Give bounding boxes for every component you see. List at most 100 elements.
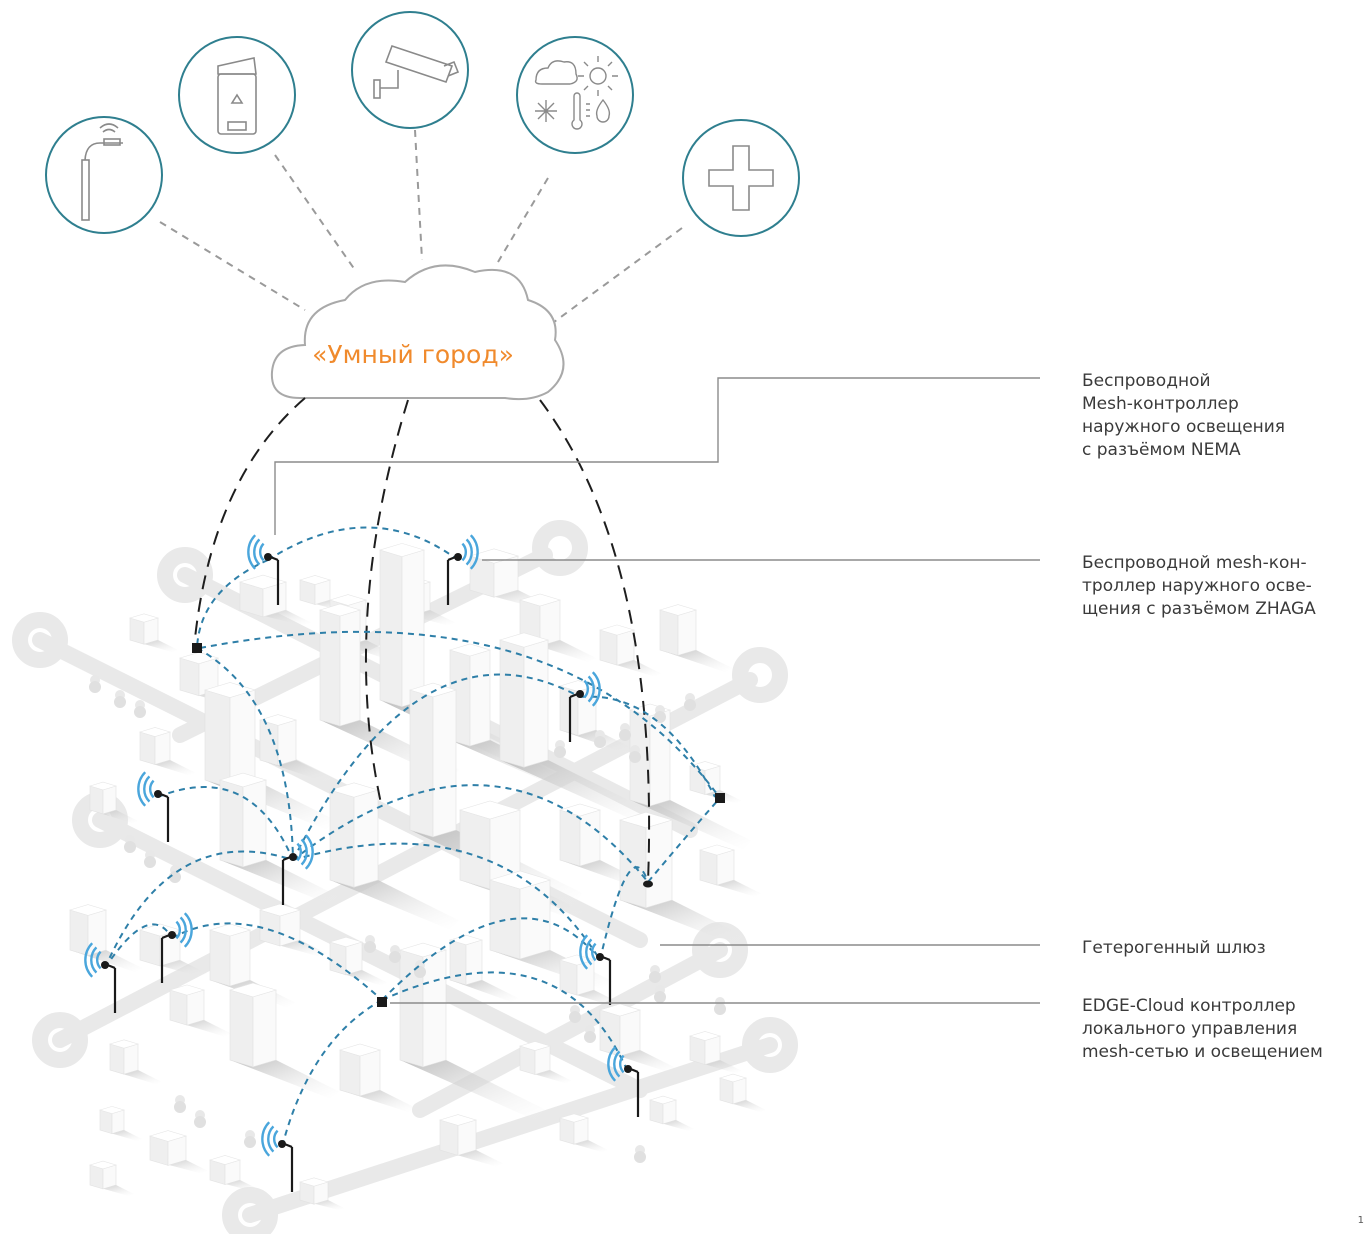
building <box>179 657 200 697</box>
city-buildings <box>68 543 766 1210</box>
building <box>619 1009 641 1057</box>
building <box>228 982 278 998</box>
edge-node <box>643 880 653 888</box>
wireless-signal-icon <box>591 942 597 962</box>
wireless-signal-icon <box>583 679 589 699</box>
tree <box>684 699 696 711</box>
tree <box>414 966 426 978</box>
mesh-controller <box>454 553 462 561</box>
tree <box>594 736 606 748</box>
waste-bin-icon <box>178 36 296 154</box>
building <box>618 811 674 829</box>
gateway-node <box>377 997 387 1007</box>
tree <box>124 841 136 853</box>
network-devices <box>84 534 725 1192</box>
building <box>204 689 231 788</box>
building <box>659 609 679 656</box>
building <box>123 1043 139 1075</box>
building <box>339 609 361 727</box>
tree <box>364 941 376 953</box>
building <box>98 1106 126 1114</box>
building <box>458 800 522 820</box>
tree <box>634 1151 646 1163</box>
tree <box>114 696 126 708</box>
wireless-signal-icon <box>296 842 302 862</box>
building <box>465 939 483 986</box>
building <box>699 849 718 886</box>
building <box>649 709 671 807</box>
building <box>128 613 160 623</box>
building <box>242 779 267 868</box>
building-shadow <box>450 980 518 1002</box>
building <box>677 609 697 656</box>
building <box>401 549 425 708</box>
building <box>579 809 601 867</box>
wireless-signal-icon <box>461 542 467 562</box>
building <box>534 1045 551 1075</box>
building <box>438 1114 478 1126</box>
building <box>298 575 332 585</box>
building <box>218 772 268 788</box>
building-shadow <box>230 1060 339 1099</box>
building <box>229 689 256 788</box>
building <box>498 632 550 648</box>
building <box>186 989 205 1026</box>
building <box>209 929 231 987</box>
mesh-controller <box>264 553 272 561</box>
wireless-signal-icon <box>300 838 308 866</box>
building <box>719 1077 734 1105</box>
building <box>598 1003 642 1017</box>
wireless-signal-icon <box>261 1121 271 1157</box>
gateway-node <box>715 793 725 803</box>
tree <box>649 971 661 983</box>
building <box>449 939 467 986</box>
wireless-signal-icon <box>149 779 155 799</box>
building <box>111 1109 125 1135</box>
building <box>459 809 491 890</box>
building <box>518 593 562 607</box>
building <box>208 923 252 937</box>
building <box>328 594 368 606</box>
building <box>88 1160 118 1170</box>
wireless-signal-icon <box>259 542 265 562</box>
building <box>457 1119 477 1156</box>
edge-controller-label: EDGE-Cloud контроллер локального управле… <box>1082 996 1323 1062</box>
building <box>432 689 457 838</box>
building <box>559 809 581 867</box>
building <box>154 731 171 765</box>
tree <box>169 871 181 883</box>
tree <box>584 1031 596 1043</box>
building <box>689 765 706 795</box>
building <box>689 1035 706 1065</box>
wireless-signal-icon <box>619 1054 625 1074</box>
callout-leader-lines <box>274 377 1040 1004</box>
building <box>318 603 362 617</box>
building <box>523 639 549 768</box>
building-shadow <box>220 860 338 904</box>
building <box>378 543 426 557</box>
wireless-signal-icon <box>273 1129 279 1149</box>
wireless-signal-icon <box>607 1046 617 1082</box>
building <box>559 959 578 996</box>
mesh-controller <box>289 853 297 861</box>
building <box>345 941 363 976</box>
tree <box>89 681 101 693</box>
tree <box>654 991 666 1003</box>
wireless-signal-icon <box>137 771 147 807</box>
building <box>718 1073 748 1083</box>
building <box>229 929 251 987</box>
wireless-signal-icon <box>96 950 102 970</box>
building <box>716 849 735 886</box>
building <box>229 989 254 1068</box>
mesh-controller <box>278 1140 286 1148</box>
gateway-label: Гетерогенный шлюз <box>1082 938 1266 958</box>
building <box>169 989 188 1026</box>
page-number: 1 <box>1357 1215 1364 1226</box>
mesh-controller <box>154 790 162 798</box>
building <box>499 639 525 768</box>
building <box>143 617 159 645</box>
building <box>148 1130 188 1142</box>
building <box>69 909 89 956</box>
building-shadow <box>330 880 459 930</box>
